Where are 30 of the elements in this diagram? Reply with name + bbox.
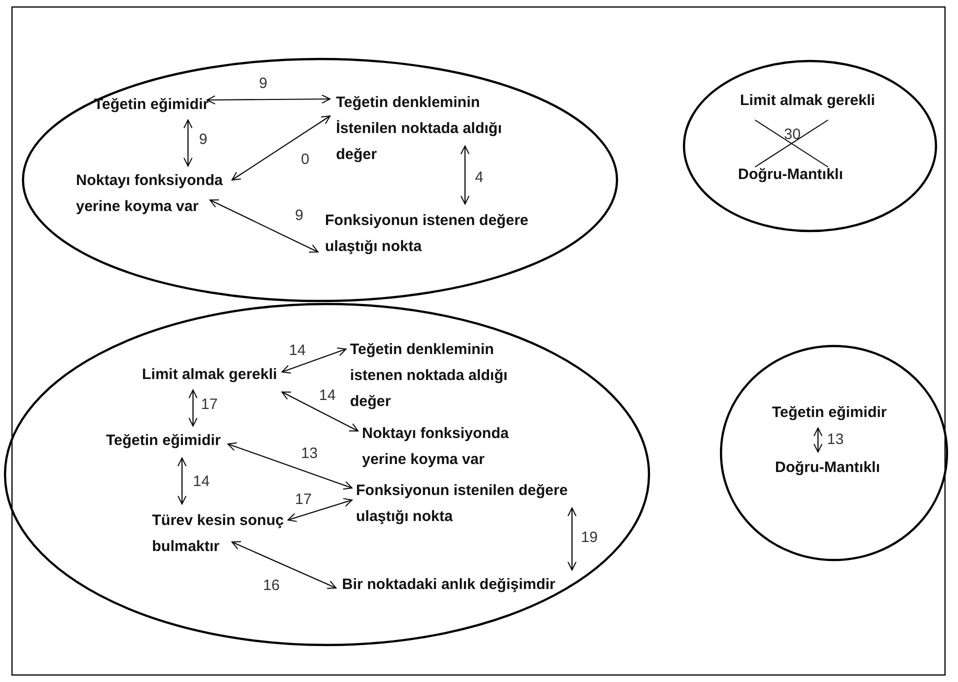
double-arrow bbox=[814, 428, 822, 452]
concept-label: Doğru-Mantıklı bbox=[775, 458, 881, 478]
double-arrow bbox=[228, 442, 352, 490]
score-label: 30 bbox=[783, 127, 802, 143]
double-arrow bbox=[206, 94, 330, 104]
concept-label: Teğetin eğimidir bbox=[94, 95, 210, 115]
double-arrow bbox=[460, 146, 470, 204]
double-arrow bbox=[232, 116, 330, 180]
concept-label: Limit almak gerekli bbox=[142, 365, 278, 385]
concept-label: Teğetin eğimidir bbox=[772, 403, 888, 423]
concept-label: Teğetin denkleminin istenen noktada aldığı değer bbox=[350, 340, 509, 412]
double-arrow bbox=[178, 458, 186, 504]
concept-label: Doğru-Mantıklı bbox=[738, 165, 844, 185]
concept-label: Bir noktadaki anlık değişimdir bbox=[342, 575, 556, 595]
double-arrow bbox=[184, 120, 192, 166]
double-arrow bbox=[210, 199, 318, 253]
double-arrow bbox=[282, 392, 358, 432]
concept-label: Limit almak gerekli bbox=[740, 91, 876, 111]
double-arrow bbox=[188, 390, 198, 426]
concept-label: Teğetin eğimidir bbox=[106, 431, 222, 451]
double-arrow bbox=[568, 508, 576, 570]
concept-label: Teğetin denkleminin İstenilen noktada aldığı değer bbox=[336, 93, 503, 165]
double-arrow bbox=[288, 498, 352, 522]
double-arrow bbox=[232, 541, 336, 589]
concept-label: Noktayı fonksiyonda yerine koyma var bbox=[362, 424, 510, 470]
concept-label: Fonksiyonun istenilen değere ulaştığı nokta bbox=[356, 481, 569, 527]
double-arrow bbox=[282, 347, 346, 374]
concept-label: Fonksiyonun istenen değere ulaştığı nokta bbox=[325, 211, 530, 257]
concept-label: Türev kesin sonuç bulmaktır bbox=[152, 511, 285, 557]
concept-label: Noktayı fonksiyonda yerine koyma var bbox=[76, 171, 224, 217]
